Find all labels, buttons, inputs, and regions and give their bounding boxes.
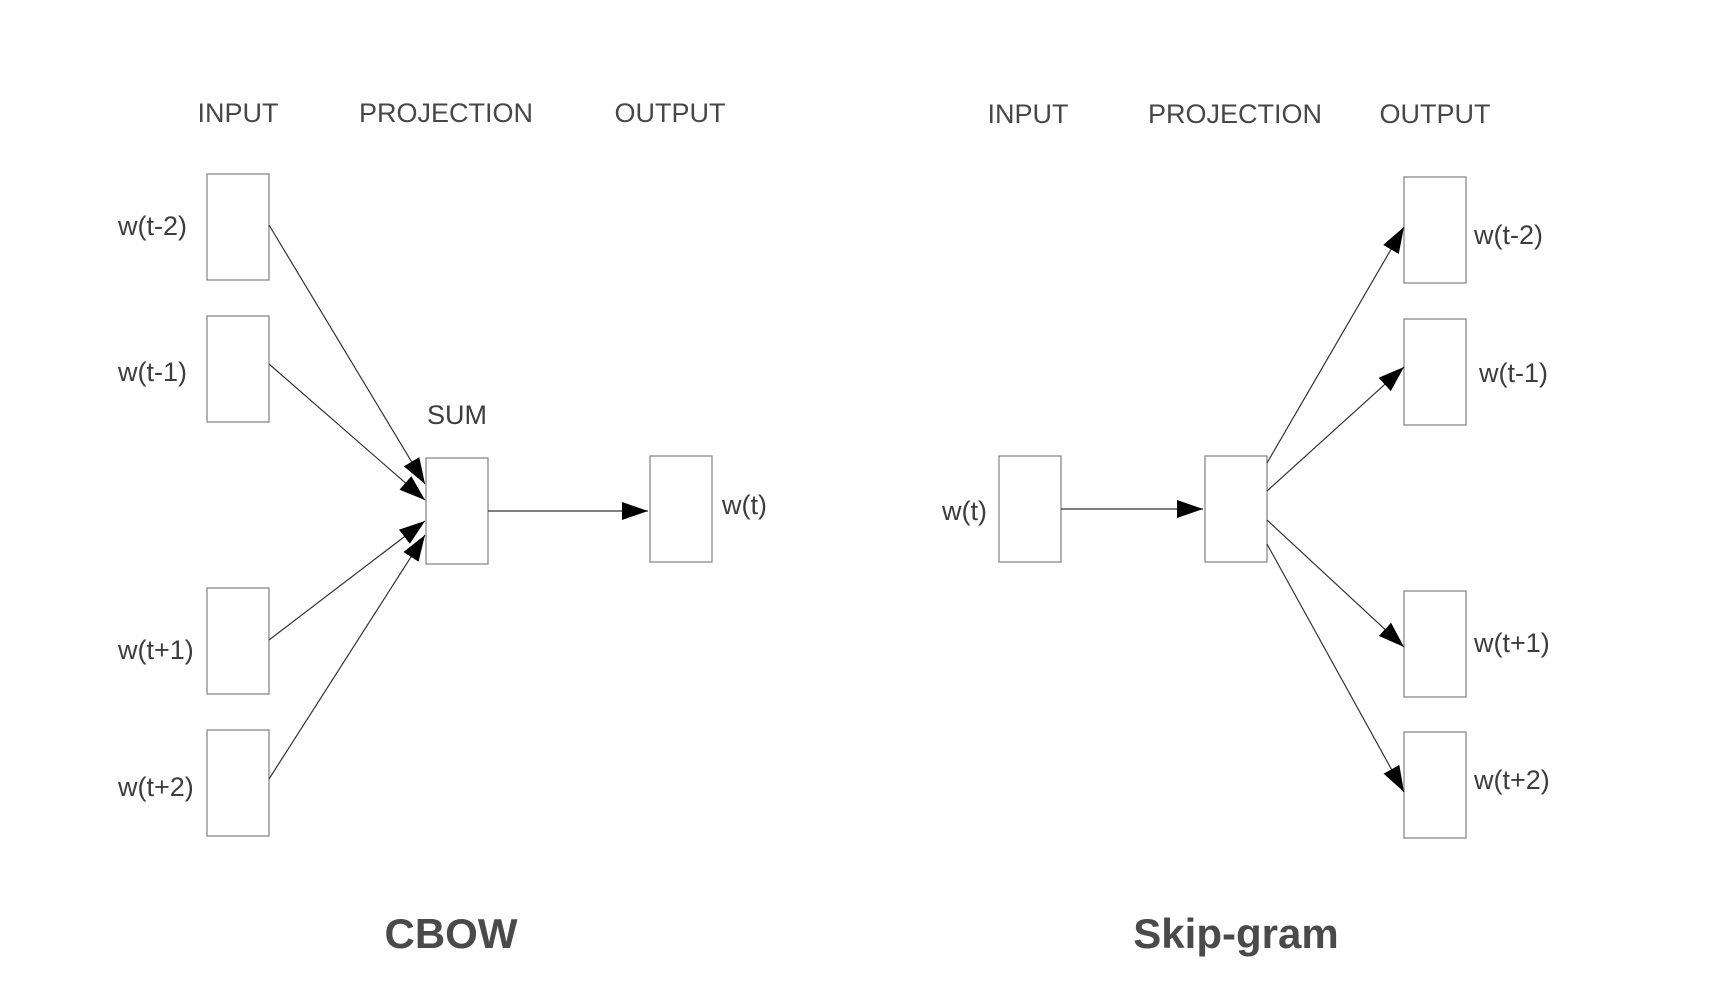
cbow-input-box-t-minus-2 [206, 173, 270, 281]
cbow-arrow-from-t-minus-2 [268, 224, 426, 485]
cbow-output-header: OUTPUT [615, 98, 726, 128]
cbow-output-box [649, 455, 713, 563]
skipgram-output-label-t-minus-1: w(t-1) [1478, 358, 1548, 388]
cbow-input-label-t-minus-1: w(t-1) [117, 357, 187, 387]
skipgram-projection-box [1204, 455, 1268, 563]
cbow-output-label: w(t) [721, 490, 767, 520]
skipgram-output-label-t-plus-1: w(t+1) [1473, 628, 1550, 658]
cbow-input-box-t-plus-2 [206, 729, 270, 837]
skipgram-input-label: w(t) [941, 496, 987, 526]
skipgram-output-box-t-minus-1 [1403, 318, 1467, 426]
skipgram-projection-header: PROJECTION [1148, 99, 1322, 129]
cbow-input-box-t-plus-1 [206, 587, 270, 695]
skipgram-arrow-to-t-minus-1 [1266, 366, 1405, 492]
skipgram-output-label-t-plus-2: w(t+2) [1473, 765, 1550, 795]
cbow-model: INPUT PROJECTION OUTPUT w(t-2) w(t-1) w(… [117, 98, 767, 957]
skipgram-output-header: OUTPUT [1380, 99, 1491, 129]
cbow-arrow-from-t-minus-1 [268, 363, 426, 501]
skipgram-output-box-t-plus-1 [1403, 590, 1467, 698]
skipgram-output-box-t-minus-2 [1403, 176, 1467, 284]
skipgram-arrow-to-t-plus-2 [1266, 543, 1405, 793]
cbow-title: CBOW [385, 910, 518, 957]
cbow-input-box-t-minus-1 [206, 315, 270, 423]
cbow-projection-box [425, 457, 489, 565]
cbow-input-header: INPUT [198, 98, 279, 128]
cbow-sum-label: SUM [427, 400, 487, 430]
skipgram-model: INPUT PROJECTION OUTPUT w(t) w(t-2) w(t-… [941, 99, 1550, 957]
skipgram-input-box [998, 455, 1062, 563]
skipgram-input-header: INPUT [988, 99, 1069, 129]
skipgram-output-box-t-plus-2 [1403, 731, 1467, 839]
cbow-input-label-t-plus-1: w(t+1) [117, 635, 194, 665]
skipgram-output-label-t-minus-2: w(t-2) [1473, 220, 1543, 250]
cbow-arrow-from-t-plus-1 [268, 520, 426, 641]
cbow-input-label-t-minus-2: w(t-2) [117, 211, 187, 241]
skipgram-title: Skip-gram [1133, 910, 1338, 957]
skipgram-arrow-to-t-plus-1 [1266, 519, 1405, 648]
skipgram-arrow-to-t-minus-2 [1266, 226, 1405, 464]
cbow-arrow-from-t-plus-2 [268, 534, 426, 780]
cbow-input-label-t-plus-2: w(t+2) [117, 772, 194, 802]
cbow-projection-header: PROJECTION [359, 98, 533, 128]
